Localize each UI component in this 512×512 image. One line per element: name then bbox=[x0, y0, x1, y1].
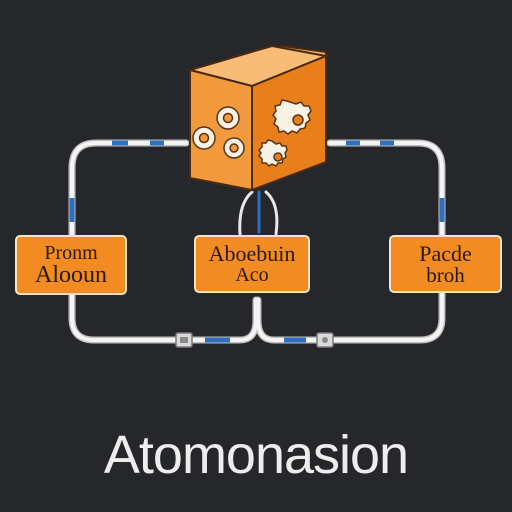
plug-icon bbox=[175, 332, 193, 348]
pipe-drop bbox=[238, 190, 279, 236]
node-left-line1: Pronm bbox=[44, 242, 98, 264]
gear-box-icon bbox=[186, 44, 330, 192]
node-center-line2: Aco bbox=[235, 264, 269, 286]
gear-icon bbox=[192, 106, 245, 159]
node-center-line1: Aboebuin bbox=[208, 241, 296, 266]
node-center: Aboebuin Aco bbox=[194, 235, 310, 293]
node-right-line1: Pacde bbox=[419, 240, 472, 266]
node-right: Pacde broh bbox=[389, 235, 502, 293]
diagram-title: Atomonasion bbox=[103, 425, 409, 485]
node-left-line2: Alooun bbox=[35, 262, 107, 288]
plug-icon bbox=[316, 332, 334, 348]
pipe-accents bbox=[69, 140, 445, 343]
gear-icon bbox=[258, 99, 312, 167]
node-left: Pronm Alooun bbox=[15, 235, 127, 295]
node-right-line2: broh bbox=[426, 262, 465, 287]
connector-pipes bbox=[68, 139, 446, 344]
